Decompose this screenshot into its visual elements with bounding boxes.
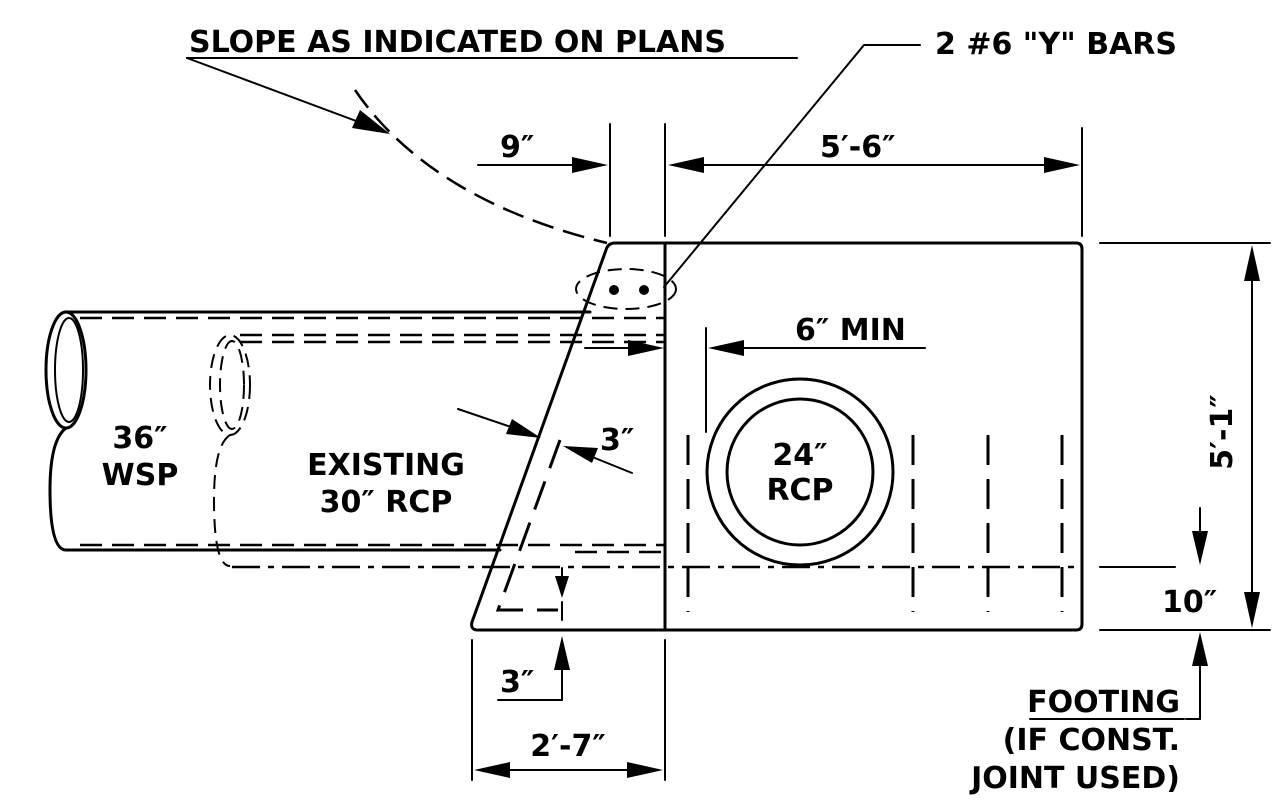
inclined-bar bbox=[495, 439, 562, 612]
existing-label-line1: EXISTING bbox=[307, 448, 465, 483]
dim-6-min-arrow-left bbox=[628, 340, 664, 356]
slope-note: SLOPE AS INDICATED ON PLANS bbox=[189, 25, 726, 60]
rcp-24-outer bbox=[705, 377, 895, 567]
dim-3-cover-label: 3″ bbox=[600, 423, 634, 458]
dim-3-bottom-arrow bbox=[554, 636, 570, 670]
wsp-pipe-end bbox=[44, 310, 88, 430]
existing-rcp-end-inner bbox=[219, 340, 245, 430]
dim-10-arrow-top bbox=[1192, 531, 1208, 565]
dim-9-label: 9″ bbox=[500, 130, 534, 165]
dim-2-7-label: 2′-7″ bbox=[530, 729, 606, 764]
rcp-24-label-type: RCP bbox=[766, 473, 833, 508]
dim-9-arrowhead bbox=[572, 157, 608, 173]
dim-5-6-label: 5′-6″ bbox=[820, 130, 896, 165]
dim-5-1-arrow-top bbox=[1244, 245, 1260, 281]
bars-note: 2 #6 "Y" BARS bbox=[935, 27, 1177, 62]
footing-note-line3: JOINT USED) bbox=[969, 761, 1180, 796]
inclined-bar-dim-arrow bbox=[555, 576, 569, 598]
dim-5-6-arrow-right bbox=[1044, 157, 1080, 173]
wsp-label-size: 36″ bbox=[112, 421, 167, 456]
dim-3-bottom-label: 3″ bbox=[500, 665, 534, 700]
y-bar-2 bbox=[639, 285, 649, 295]
existing-label-line2: 30″ RCP bbox=[320, 485, 453, 520]
wsp-label-type: WSP bbox=[102, 458, 179, 493]
bars-callout-ellipse bbox=[575, 268, 677, 310]
dim-5-6-arrow-left bbox=[668, 157, 704, 173]
slope-leader-arrowhead bbox=[352, 110, 390, 134]
footing-note-line2: (IF CONST. bbox=[1003, 723, 1180, 758]
dim-10-label: 10″ bbox=[1162, 585, 1217, 620]
rcp-24-label-size: 24″ bbox=[772, 438, 827, 473]
dim-5-1-label: 5′-1″ bbox=[1205, 394, 1240, 470]
existing-rcp-bottom-curve bbox=[212, 434, 231, 567]
headwall-outline bbox=[470, 241, 1084, 632]
wsp-pipe-end-inner bbox=[54, 317, 84, 423]
slope-dashed-curve bbox=[353, 89, 608, 245]
dim-5-1-arrow-bottom bbox=[1244, 592, 1260, 628]
footing-note-line1: FOOTING bbox=[1027, 685, 1180, 720]
dim-2-7-arrow-left bbox=[474, 762, 510, 778]
slope-leader bbox=[186, 57, 376, 129]
y-bar-1 bbox=[609, 285, 619, 295]
rcp-24-inner bbox=[725, 397, 875, 547]
dim-3-cover-arrow-left bbox=[506, 419, 541, 438]
dim-6-min-arrow-right bbox=[708, 340, 744, 356]
wsp-pipe-bottom bbox=[48, 426, 502, 552]
dim-6-min-label: 6″ MIN bbox=[795, 313, 906, 348]
dim-3-cover-arrow-right bbox=[563, 446, 598, 463]
dim-2-7-arrow-right bbox=[627, 762, 663, 778]
